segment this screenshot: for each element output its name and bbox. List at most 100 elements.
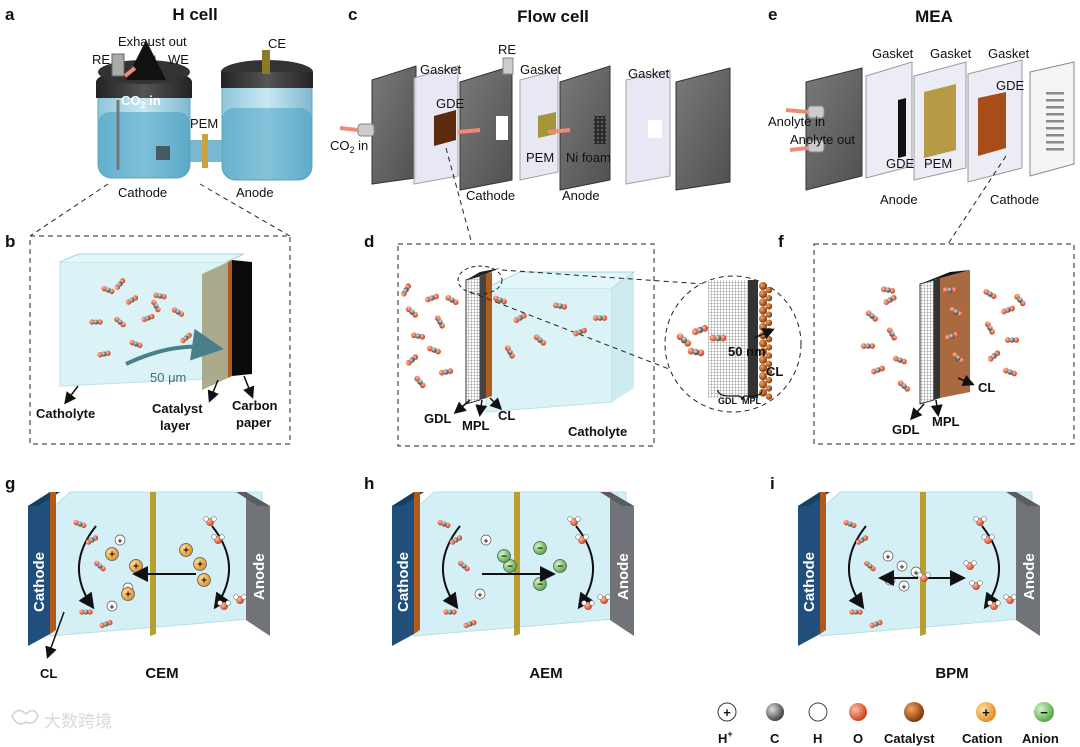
co2-molecule-d <box>425 293 439 303</box>
carbon-atom <box>991 353 997 359</box>
mpl-label-d: MPL <box>462 418 490 433</box>
cl-label-d: CL <box>498 408 515 423</box>
co2-molecule-b <box>125 295 139 305</box>
co2-molecule <box>73 519 87 529</box>
oxygen-atom <box>849 609 855 615</box>
hydrogen-atom <box>963 560 969 566</box>
carbon-atom <box>417 379 423 385</box>
anode-lid-rim <box>221 72 313 88</box>
hydrogen-atom <box>981 534 987 540</box>
anode-label: Anode <box>1021 553 1038 600</box>
carbon-atom <box>101 351 107 357</box>
anolyte-in-arrow-e <box>785 108 809 114</box>
co2-molecules-d <box>400 283 608 389</box>
cathode-reaction-arrow <box>78 525 97 610</box>
proton-symbol: + <box>478 591 483 600</box>
gdl-pointer-f <box>910 403 925 421</box>
carbon-atom <box>680 336 688 344</box>
catalyst-layer <box>50 492 56 634</box>
ni-foam-label-c: Ni foam <box>566 150 611 165</box>
co2-molecule-b <box>89 319 103 325</box>
carbon-atom <box>577 329 583 335</box>
oxygen-atom <box>709 334 717 342</box>
anion-ion-dot <box>533 541 547 555</box>
gasket-window-c <box>648 120 662 138</box>
cl-zoom-label-d: CL <box>766 364 783 379</box>
co2-molecule-f <box>883 294 897 306</box>
catalyst-particle <box>759 298 767 307</box>
flow-channels-e <box>1046 92 1064 151</box>
hydrogen-atom <box>973 516 979 522</box>
catalyst-pointer-b <box>207 379 219 403</box>
co2-molecule <box>449 535 463 545</box>
co2-in-arrow <box>123 66 137 78</box>
co2-molecule-f <box>1003 367 1017 377</box>
co2-inlet-c <box>357 123 375 137</box>
legend-oxygen: O <box>849 703 867 746</box>
co2-molecule-f <box>983 288 997 300</box>
cation-ion-symbol: + <box>201 576 207 587</box>
proton: + <box>884 574 896 586</box>
anion-ion: − <box>533 541 547 555</box>
anion-ion: − <box>533 577 547 591</box>
working-electrode <box>156 146 170 160</box>
gde-anode-e <box>898 98 906 158</box>
co2-molecule <box>458 560 470 572</box>
co2-molecules-b <box>89 278 192 358</box>
legend-oxygen-label: O <box>853 731 863 746</box>
catholyte-label-d: Catholyte <box>568 424 627 439</box>
cation-ion-symbol: + <box>197 560 203 571</box>
catalyst-label-b-1: Catalyst <box>152 401 203 416</box>
catalyst-particle <box>765 385 773 392</box>
catalyst-particle <box>759 388 767 397</box>
carbon-atom <box>89 537 95 543</box>
co2-molecule-b <box>97 350 111 358</box>
flow-channel <box>1046 134 1064 137</box>
proton-dot <box>114 534 126 546</box>
cathode-reaction-arrow <box>848 525 867 610</box>
anode-electrode <box>246 492 270 636</box>
anode-electrode-top <box>236 492 270 506</box>
catalyst-particle <box>765 311 773 318</box>
hydrogen-atom <box>917 572 923 578</box>
co2-molecule-zoom <box>709 334 727 342</box>
water-molecule <box>581 600 595 610</box>
cation-ion-dot <box>197 573 211 587</box>
catalyst-particle <box>765 360 773 367</box>
oxygen-atom <box>869 343 876 349</box>
anode-label: Anode <box>251 553 268 600</box>
proton-symbol: + <box>886 553 891 562</box>
catalyst-particle <box>759 323 767 331</box>
gdl-d <box>465 275 481 405</box>
carbon-atom <box>431 347 437 353</box>
proton: + <box>106 600 118 612</box>
flow-channel <box>1046 99 1064 102</box>
cation-ion-symbol: + <box>109 550 115 561</box>
water-molecule <box>575 534 589 544</box>
gdl-label-d: GDL <box>424 411 452 426</box>
flow-arrow-c-1 <box>457 128 481 134</box>
oxygen-atom <box>105 350 111 357</box>
hydrogen-atom <box>987 600 993 606</box>
proton: + <box>882 550 894 562</box>
gde-label-e-right: GDE <box>996 78 1025 93</box>
cathode-flow-plate-c <box>459 65 513 191</box>
mpl-zoom-d <box>748 280 758 398</box>
legend-hplus-label: H+ <box>718 729 733 746</box>
carbon-atom <box>953 309 959 315</box>
co2-molecule-d <box>400 283 412 297</box>
panel-i-letter: i <box>770 474 775 493</box>
ce-label: CE <box>268 36 286 51</box>
carbon-atom <box>867 563 873 569</box>
co2-molecule <box>79 609 93 615</box>
oxygen-atom <box>561 303 568 310</box>
anion-ion-symbol: − <box>507 562 513 573</box>
carbon-atom <box>409 309 415 315</box>
anode-electrode-top <box>600 492 634 506</box>
water-molecule <box>973 516 987 526</box>
proton-dot <box>882 550 894 562</box>
co2-molecule-f <box>893 355 907 365</box>
re-rod <box>111 53 125 77</box>
